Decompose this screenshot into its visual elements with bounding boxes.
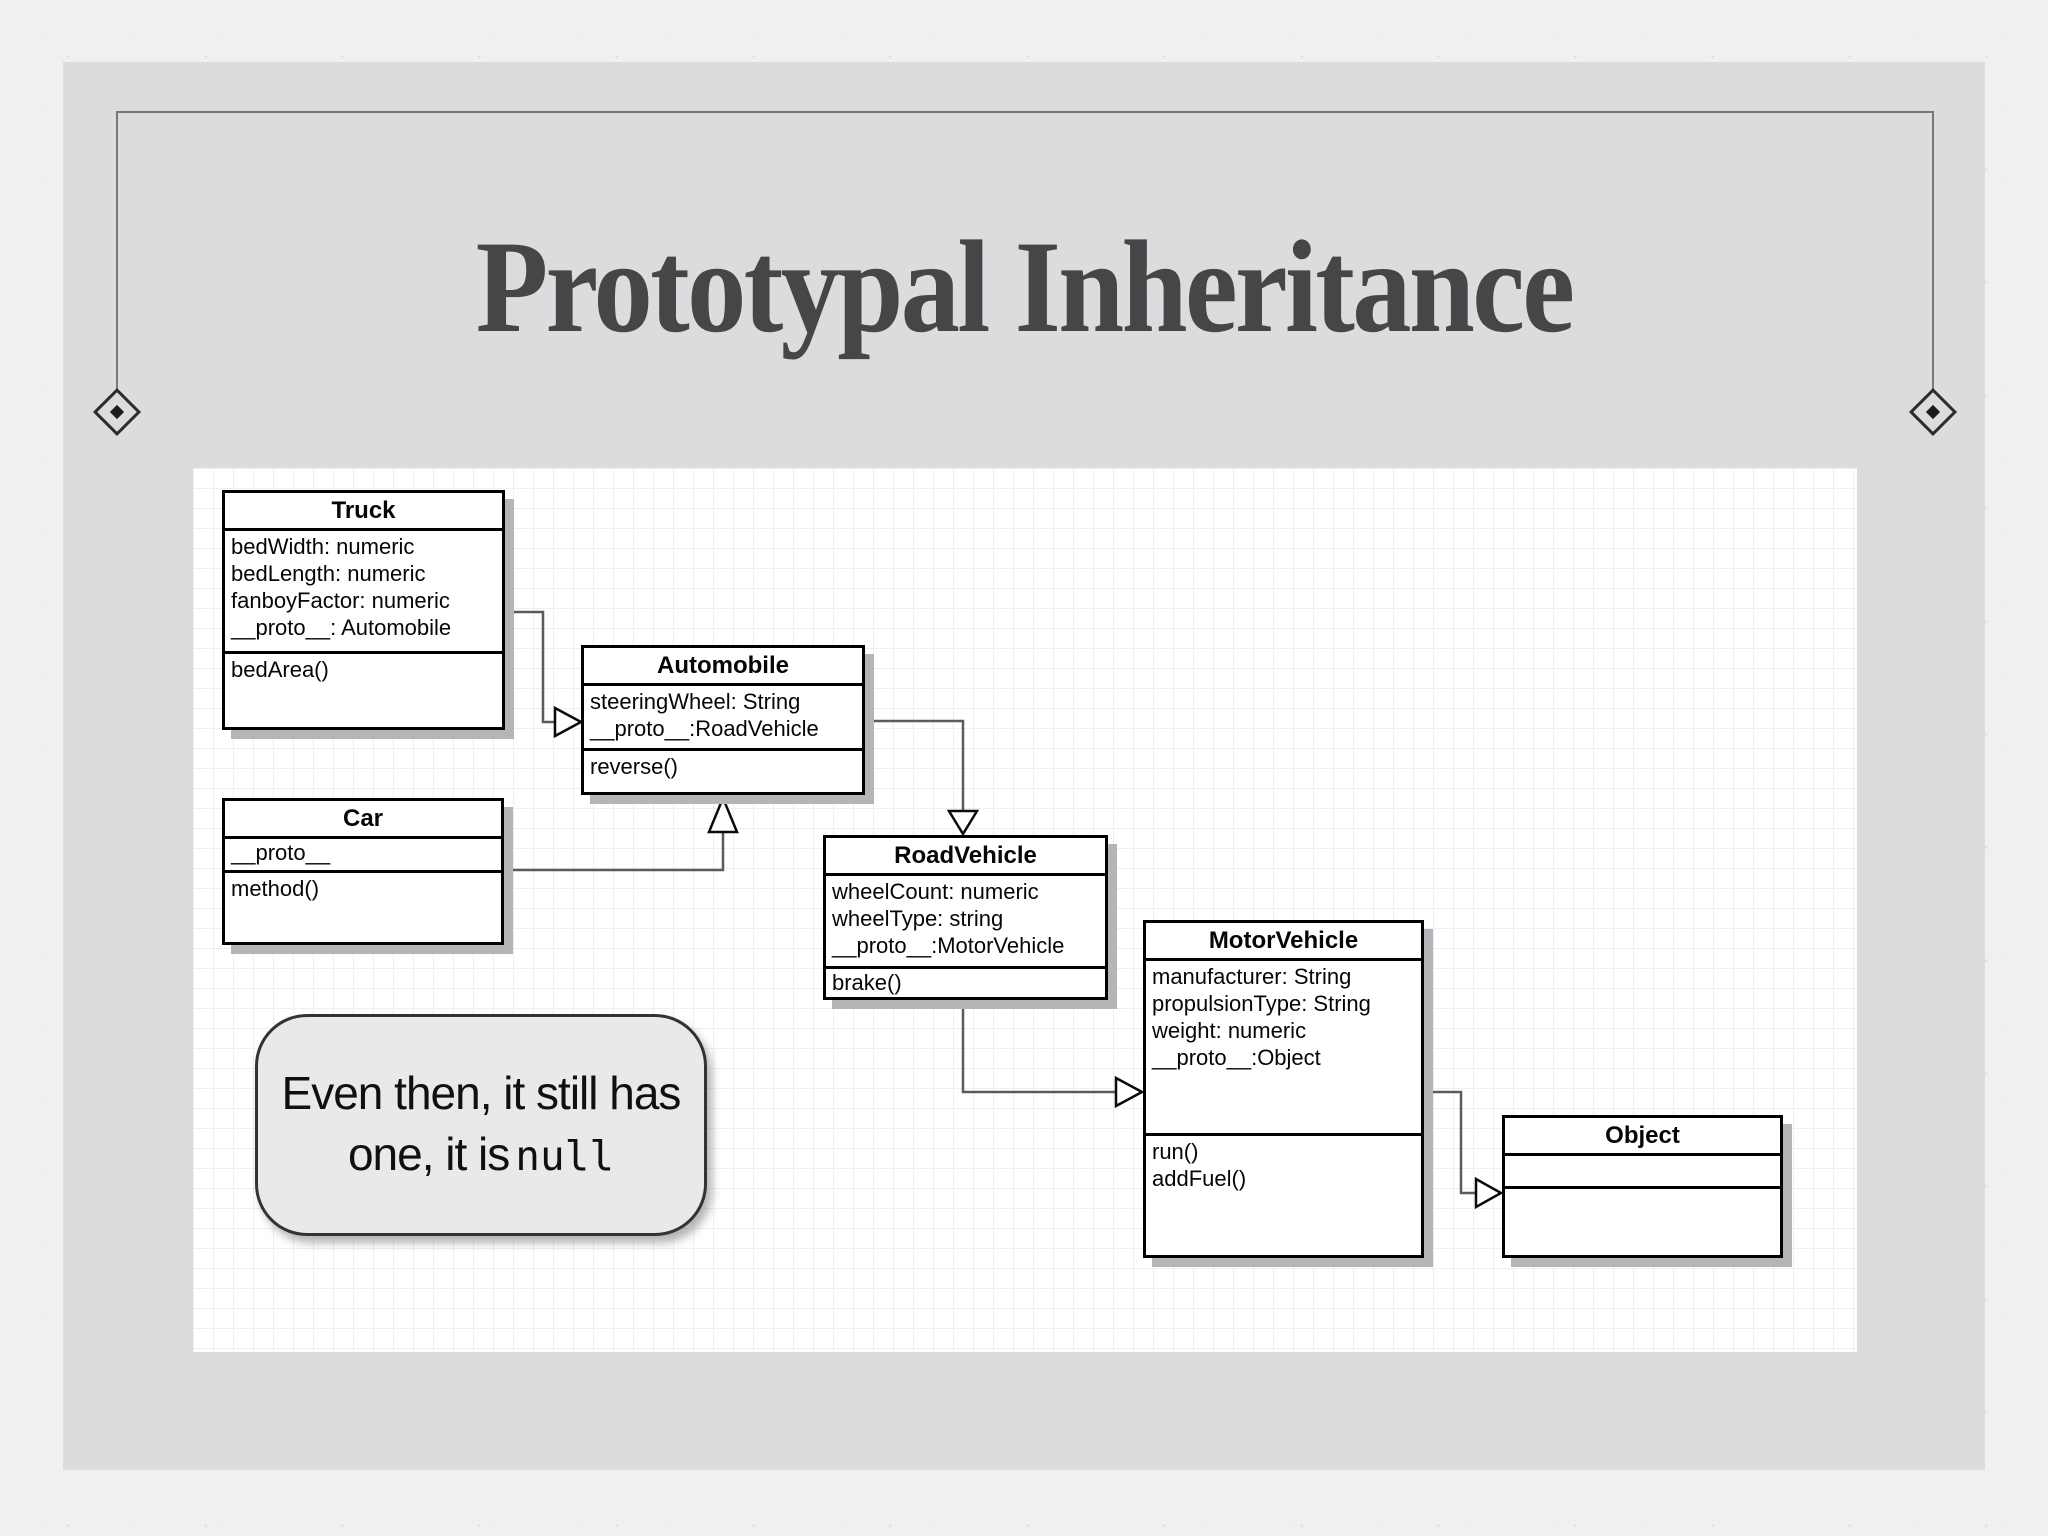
class-attribute: __proto__:Object (1152, 1045, 1321, 1070)
connector-truck-automobile (505, 610, 555, 724)
class-name: RoadVehicle (894, 841, 1037, 869)
class-attribute: manufacturer: String (1152, 964, 1352, 989)
slide-title: Prototypal Inheritance (475, 213, 1575, 360)
class-methods (1505, 1186, 1780, 1255)
triangle-arrow-icon (946, 809, 980, 837)
triangle-arrow-icon (707, 794, 739, 834)
class-name: Truck (331, 496, 396, 524)
class-name: Automobile (657, 651, 789, 679)
class-method: bedArea() (231, 657, 329, 682)
class-attributes: manufacturer: String propulsionType: Str… (1146, 958, 1421, 1133)
class-attribute: __proto__:RoadVehicle (590, 716, 819, 741)
class-name: Car (342, 804, 384, 832)
class-methods: brake() (826, 966, 1105, 997)
class-method: run() (1152, 1139, 1199, 1164)
connector-motorvehicle-object (1424, 1090, 1476, 1195)
class-box-truck: Truck bedWidth: numeric bedLength: numer… (222, 490, 505, 730)
class-attribute: propulsionType: String (1152, 991, 1371, 1016)
class-attributes: __proto__ (225, 836, 501, 870)
class-box-motorvehicle: MotorVehicle manufacturer: String propul… (1143, 920, 1424, 1258)
connector-car-automobile (504, 832, 725, 872)
class-methods: run() addFuel() (1146, 1133, 1421, 1255)
class-attribute: fanboyFactor: numeric (231, 588, 450, 613)
class-name: Object (1605, 1121, 1680, 1149)
class-attribute: __proto__ (231, 840, 331, 865)
triangle-arrow-icon (553, 705, 584, 739)
class-box-object: Object (1502, 1115, 1783, 1258)
class-attribute: __proto__:MotorVehicle (832, 933, 1065, 958)
uml-diagram-canvas: Truck bedWidth: numeric bedLength: numer… (193, 468, 1857, 1352)
class-method: method() (231, 876, 320, 901)
callout-code-null: null (515, 1132, 615, 1180)
class-method: brake() (832, 970, 902, 995)
triangle-arrow-icon (1474, 1176, 1504, 1210)
class-methods: bedArea() (225, 651, 502, 727)
class-attribute: __proto__: Automobile (231, 615, 452, 640)
connector-roadvehicle-motorvehicle (961, 1000, 1116, 1094)
frame-left-line (116, 111, 118, 391)
class-methods: reverse() (584, 748, 862, 792)
class-attributes (1505, 1153, 1780, 1186)
frame-top-line (116, 111, 1934, 113)
class-box-roadvehicle: RoadVehicle wheelCount: numeric wheelTyp… (823, 835, 1108, 1000)
class-attribute: wheelType: string (832, 906, 1004, 931)
callout-text-line1: Even then, it still has (281, 1067, 682, 1119)
class-attribute: steeringWheel: String (590, 689, 801, 714)
class-attribute: bedLength: numeric (231, 561, 426, 586)
class-method: reverse() (590, 754, 679, 779)
class-box-car: Car __proto__ method() (222, 798, 504, 945)
callout-text: one, it is (347, 1128, 510, 1180)
class-box-automobile: Automobile steeringWheel: String __proto… (581, 645, 865, 795)
class-attribute: weight: numeric (1152, 1018, 1307, 1043)
class-attributes: steeringWheel: String __proto__:RoadVehi… (584, 683, 862, 748)
connector-automobile-roadvehicle (865, 719, 965, 811)
class-methods: method() (225, 870, 501, 942)
class-attribute: wheelCount: numeric (832, 879, 1039, 904)
triangle-arrow-icon (1114, 1075, 1145, 1109)
class-name: MotorVehicle (1208, 926, 1359, 954)
class-attribute: bedWidth: numeric (231, 534, 415, 559)
class-attributes: bedWidth: numeric bedLength: numeric fan… (225, 528, 502, 651)
class-attributes: wheelCount: numeric wheelType: string __… (826, 873, 1105, 966)
frame-right-line (1932, 111, 1934, 391)
class-method: addFuel() (1152, 1166, 1247, 1191)
